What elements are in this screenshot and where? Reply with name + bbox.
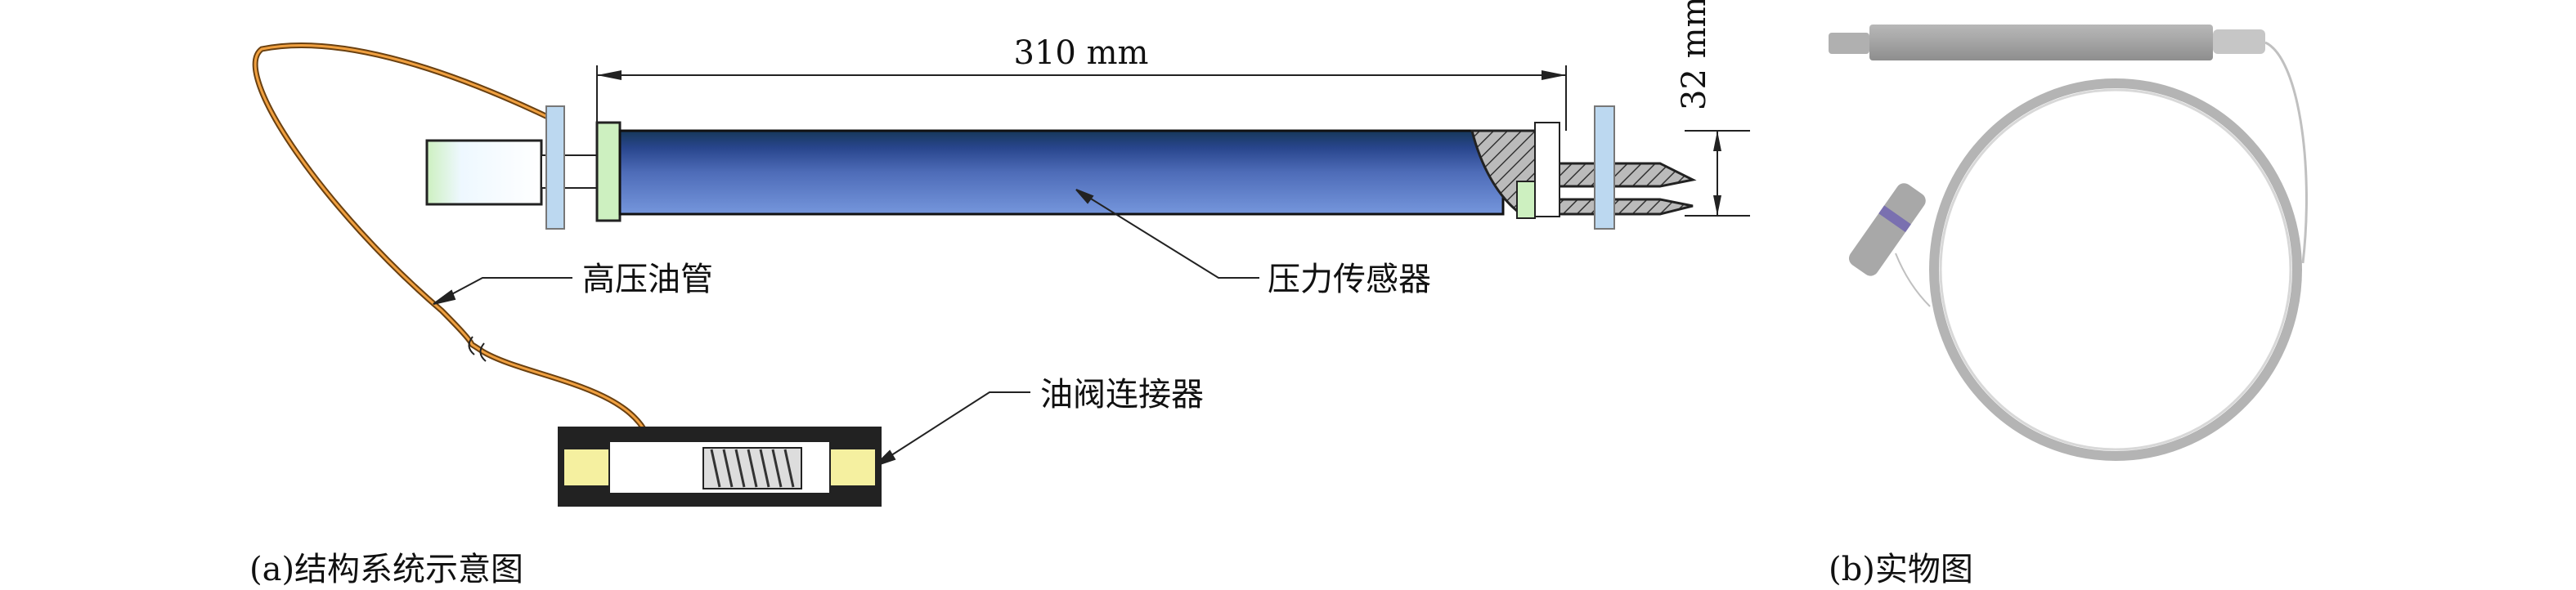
right-fitting [1470,105,1697,230]
oil-pipe-cable [252,42,649,435]
caption-b: (b)实物图 [1829,551,1973,588]
diameter-dimension [1685,130,1750,217]
sensor-photo [1829,25,2308,461]
length-dimension [596,65,1567,131]
caption-a: (a)结构系统示意图 [249,551,523,588]
label-valve-connector: 油阀连接器 [1040,376,1204,413]
valve-connector [558,427,882,507]
label-pressure-sensor: 压力传感器 [1268,261,1431,298]
label-oil-pipe: 高压油管 [582,261,713,298]
diameter-label: 32 mm [1676,0,1713,110]
break-mark-icon [468,336,487,362]
pressure-sensor-tube [618,129,1505,216]
length-label: 310 mm [1014,34,1149,72]
left-fitting [425,105,622,230]
leader-lines [433,189,1259,467]
